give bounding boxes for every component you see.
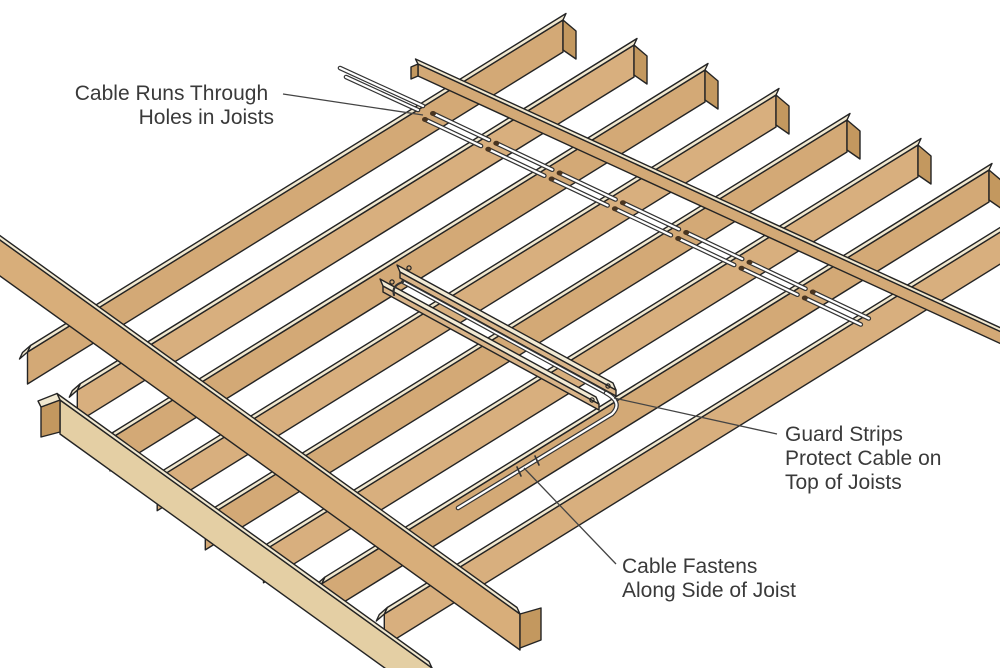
- guard-strips: [379, 264, 617, 411]
- joist-structure: [0, 12, 1000, 668]
- drilled-holes: [422, 111, 816, 301]
- label-line: Along Side of Joist: [622, 579, 796, 602]
- label-cable-fastens: Cable Fastens Along Side of Joist: [622, 555, 796, 602]
- label-line: Top of Joists: [785, 471, 902, 494]
- label-line: Protect Cable on: [785, 447, 941, 470]
- leader-cable-runs: [282, 93, 424, 116]
- label-cable-runs: Cable Runs Through Holes in Joists: [75, 82, 274, 129]
- label-line: Guard Strips: [785, 423, 903, 446]
- label-line: Holes in Joists: [139, 106, 274, 129]
- leader-guard-strips: [613, 397, 778, 435]
- callout-labels: Cable Runs Through Holes in Joists Guard…: [75, 82, 947, 602]
- label-line: Cable Fastens: [622, 555, 757, 578]
- label-line: Cable Runs Through: [75, 82, 268, 105]
- leader-cable-fastens: [523, 467, 617, 565]
- label-guard-strips: Guard Strips Protect Cable on Top of Joi…: [785, 423, 947, 494]
- cable-along-joist: [455, 390, 619, 511]
- cross-beam-left: [0, 234, 542, 651]
- top-rail: [410, 58, 1000, 345]
- cable-under-guard-strips: [392, 279, 609, 396]
- cables-through-joists: [337, 65, 872, 327]
- joist-1: [18, 12, 577, 385]
- cross-beam-lower: [37, 392, 433, 668]
- joist-2: [68, 37, 648, 423]
